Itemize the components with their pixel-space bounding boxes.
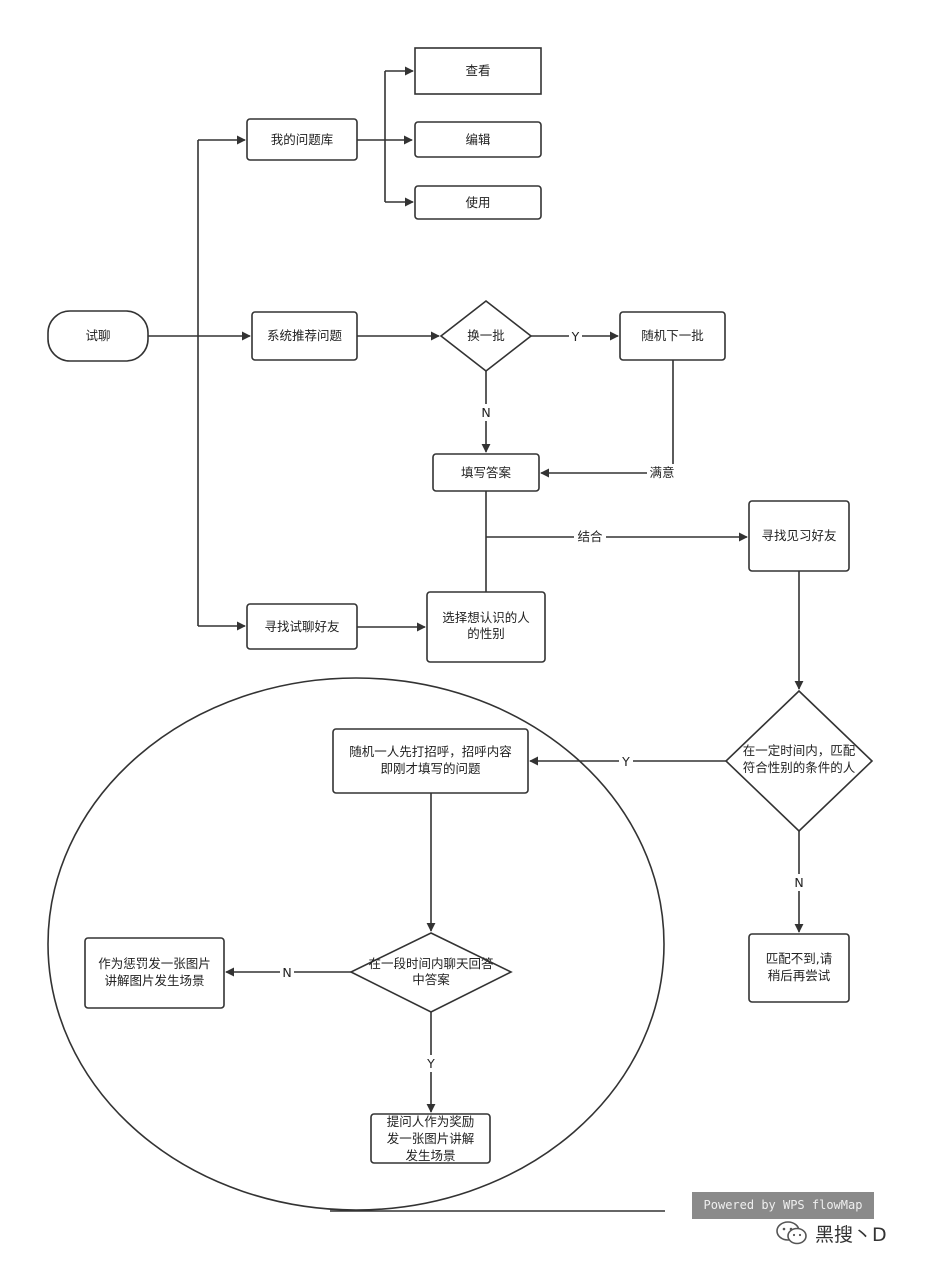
node-match-decision-line2: 符合性别的条件的人 xyxy=(743,760,856,775)
node-use-label: 使用 xyxy=(465,195,490,210)
node-greet-first-line2: 即刚才填写的问题 xyxy=(380,761,481,776)
node-find-intern-friend: 寻找见习好友 xyxy=(748,500,850,572)
brand-name: 黑搜丶D xyxy=(815,1223,887,1246)
edge-label-yes-chat: Y xyxy=(426,1056,435,1071)
brand-watermark: 黑搜丶D xyxy=(775,1218,887,1248)
node-random-next-batch: 随机下一批 xyxy=(619,311,726,361)
wechat-icon xyxy=(776,1221,807,1245)
chat-phase-ellipse xyxy=(47,677,665,1211)
node-fill-answer-label: 填写答案 xyxy=(461,465,512,480)
node-find-trial-friend-label: 寻找试聊好友 xyxy=(264,619,339,634)
node-system-recommend-label: 系统推荐问题 xyxy=(267,328,343,343)
node-punish-line1: 作为惩罚发一张图片 xyxy=(98,956,211,971)
node-find-intern-friend-label: 寻找见习好友 xyxy=(761,528,836,543)
node-match-decision-line1: 在一定时间内，匹配 xyxy=(743,743,856,758)
node-change-batch: 换一批 xyxy=(439,299,533,373)
node-no-match: 匹配不到,请 稍后再尝试 xyxy=(748,933,850,1003)
edge-label-no-chat: N xyxy=(282,965,291,980)
node-random-next-batch-label: 随机下一批 xyxy=(641,328,704,343)
node-find-trial-friend: 寻找试聊好友 xyxy=(246,603,358,650)
node-use: 使用 xyxy=(414,185,542,220)
node-no-match-line1: 匹配不到,请 xyxy=(766,951,832,966)
node-chat-answer-decision-line2: 中答案 xyxy=(412,972,450,987)
node-punish: 作为惩罚发一张图片 讲解图片发生场景 xyxy=(84,937,225,1009)
powered-by-watermark: Powered by WPS flowMap xyxy=(692,1192,874,1219)
node-reward-line3: 发生场景 xyxy=(405,1148,455,1163)
node-change-batch-label: 换一批 xyxy=(467,328,505,343)
node-match-decision: 在一定时间内，匹配 符合性别的条件的人 xyxy=(724,689,874,833)
edge-label-yes-change: Y xyxy=(571,329,580,344)
edge-label-combine: 结合 xyxy=(577,529,603,544)
node-no-match-line2: 稍后再尝试 xyxy=(768,968,831,983)
node-select-gender-line1: 选择想认识的人 xyxy=(442,610,530,625)
node-greet-first: 随机一人先打招呼，招呼内容 即刚才填写的问题 xyxy=(332,728,529,794)
node-punish-line2: 讲解图片发生场景 xyxy=(104,973,204,988)
node-trial-chat-label: 试聊 xyxy=(85,328,110,343)
node-reward: 提问人作为奖励 发一张图片讲解 发生场景 xyxy=(370,1113,491,1164)
node-chat-answer-decision-line1: 在一段时间内聊天回答 xyxy=(368,956,494,971)
node-select-gender-line2: 的性别 xyxy=(467,626,505,641)
edge-label-satisfied: 满意 xyxy=(649,465,674,480)
node-select-gender: 选择想认识的人 的性别 xyxy=(426,591,546,663)
node-my-question-bank-label: 我的问题库 xyxy=(271,132,334,147)
edge-random-to-fill xyxy=(540,360,674,478)
node-reward-line1: 提问人作为奖励 xyxy=(387,1114,475,1129)
node-view: 查看 xyxy=(414,47,542,95)
edge-label-no-change: N xyxy=(481,405,490,420)
node-my-question-bank: 我的问题库 xyxy=(246,118,358,161)
node-fill-answer: 填写答案 xyxy=(432,453,540,492)
node-system-recommend: 系统推荐问题 xyxy=(251,311,358,361)
edge-label-yes-match: Y xyxy=(621,754,630,769)
node-edit-label: 编辑 xyxy=(465,132,490,147)
node-trial-chat: 试聊 xyxy=(47,310,149,362)
node-view-label: 查看 xyxy=(465,63,490,78)
node-chat-answer-decision: 在一段时间内聊天回答 中答案 xyxy=(349,932,513,1013)
node-edit: 编辑 xyxy=(414,121,542,158)
node-greet-first-line1: 随机一人先打招呼，招呼内容 xyxy=(349,744,512,759)
node-reward-line2: 发一张图片讲解 xyxy=(387,1131,475,1146)
edge-label-no-match: N xyxy=(794,875,803,890)
